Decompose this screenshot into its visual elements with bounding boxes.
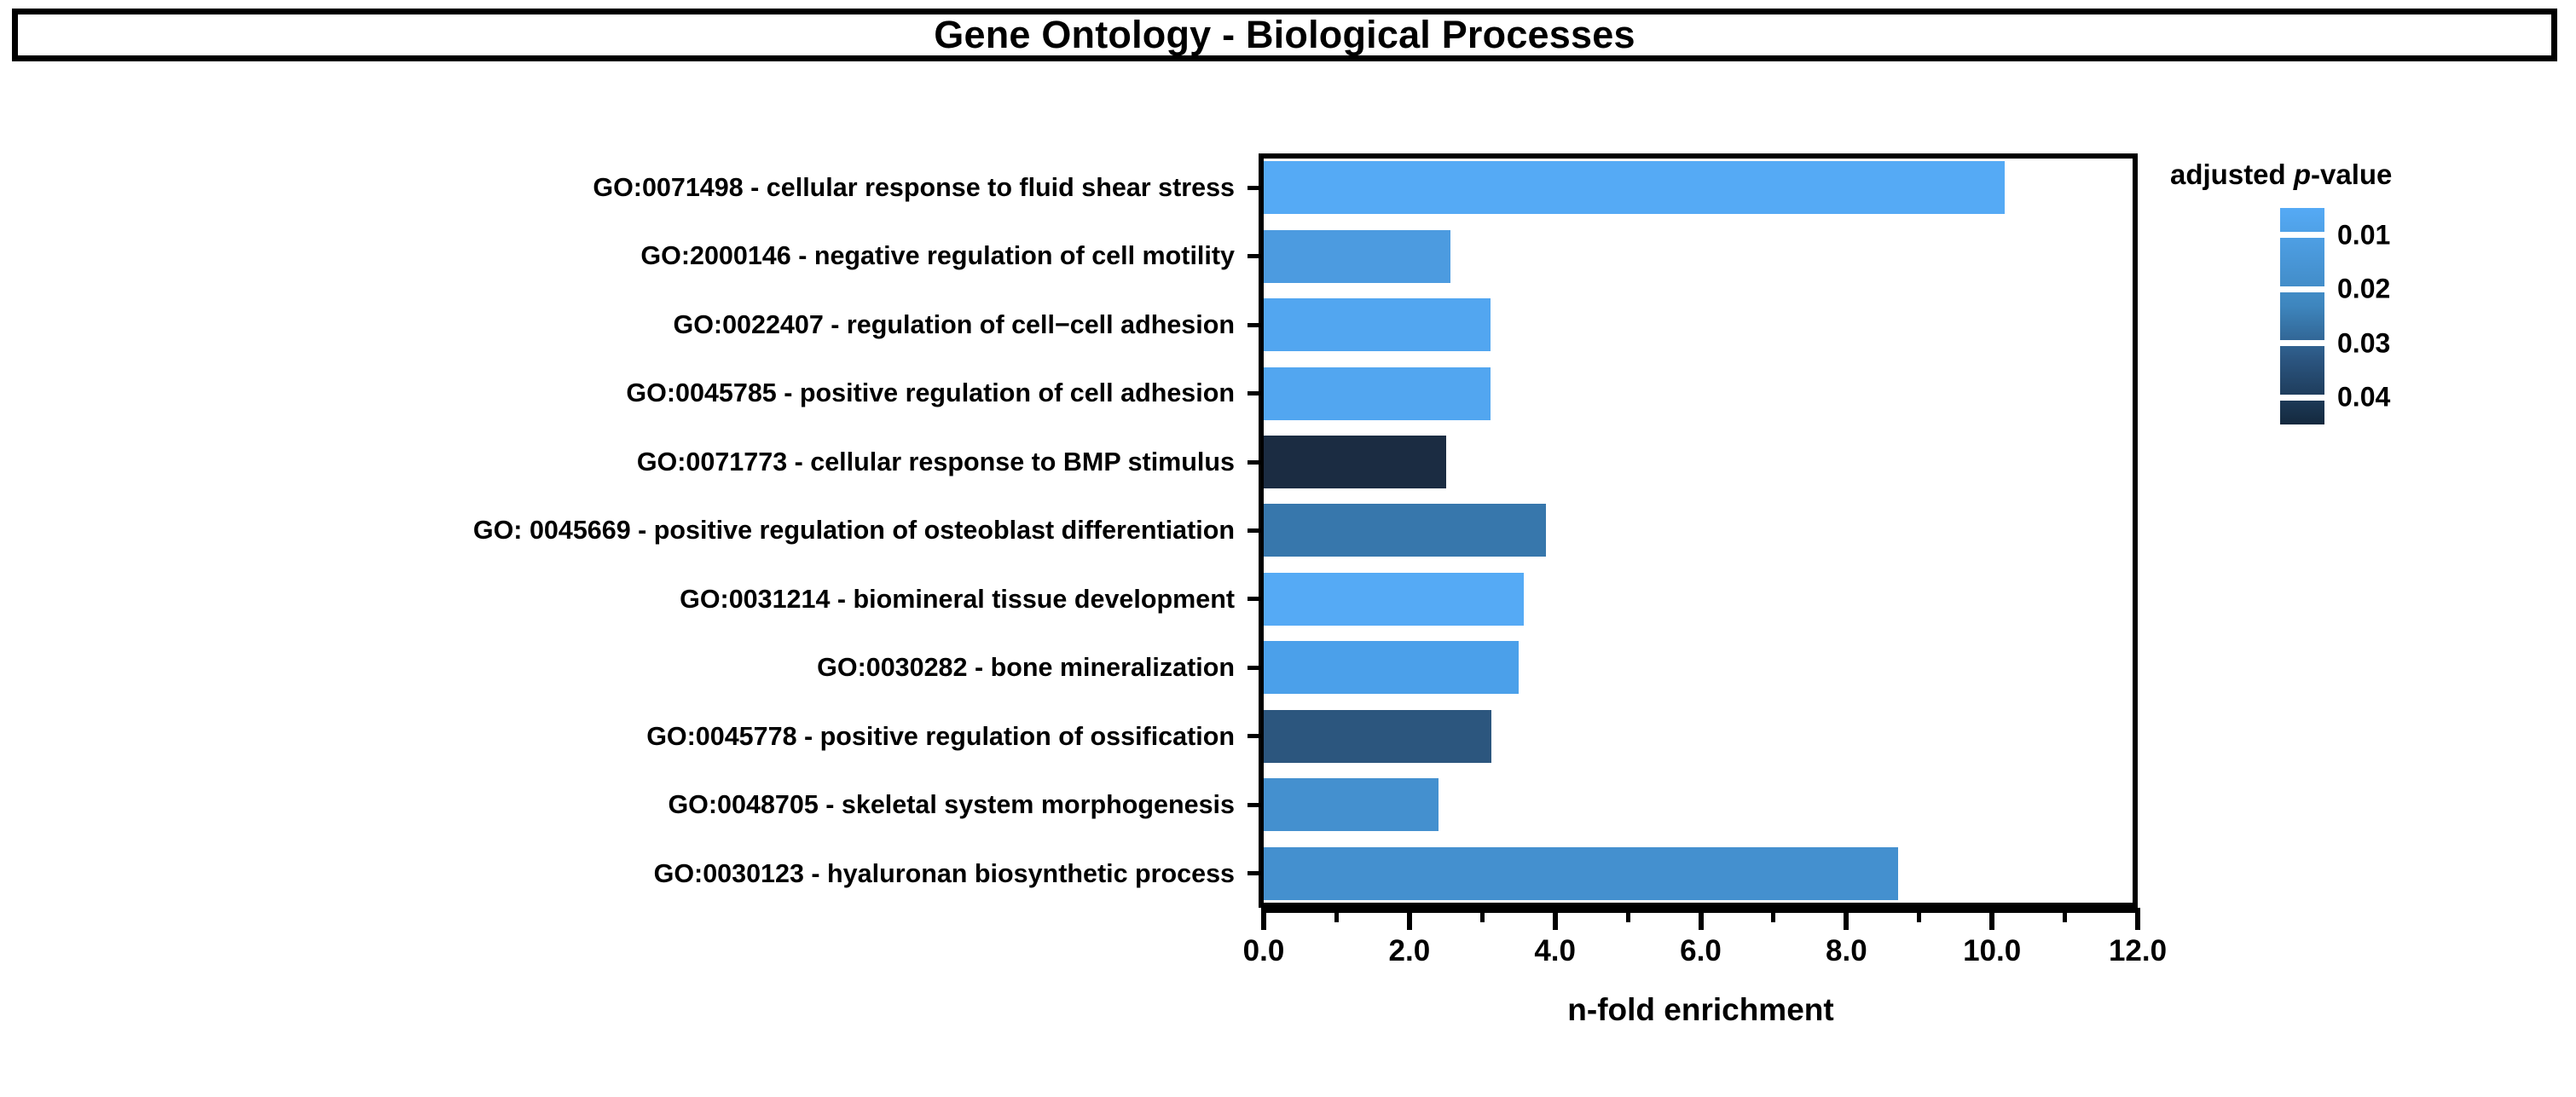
bar[interactable] [1264,229,1450,283]
x-axis-tick-minor [1479,913,1485,922]
y-axis-labels: GO:0071498 - cellular response to fluid … [0,153,1247,908]
bar-row [1264,840,2138,908]
y-axis-label: GO: 0045669 - positive regulation of ost… [0,496,1247,564]
y-axis-tick [1247,802,1259,807]
bar[interactable] [1264,298,1491,352]
x-axis-tick-label: 10.0 [1963,934,2022,967]
y-axis-label: GO:0048705 - skeletal system morphogenes… [0,771,1247,839]
page-title: Gene Ontology - Biological Processes [934,13,1635,56]
x-axis-tick-major [2135,913,2140,930]
bar[interactable] [1264,161,2005,215]
y-axis-tick [1247,871,1259,876]
x-axis-tick-label: 0.0 [1242,934,1285,967]
bar[interactable] [1264,641,1519,695]
y-axis-label-text: GO:0045785 - positive regulation of cell… [626,378,1235,408]
y-axis-label-text: GO:2000146 - negative regulation of cell… [640,241,1235,271]
y-axis-tick [1247,254,1259,259]
bar-row [1264,633,2138,702]
y-axis-label-text: GO:0030123 - hyaluronan biosynthetic pro… [653,858,1235,888]
x-axis-tick-label: 6.0 [1680,934,1722,967]
colorbar-tick-label: 0.01 [2337,219,2391,251]
bar[interactable] [1264,436,1446,489]
bar[interactable] [1264,572,1524,626]
x-axis-tick-label: 8.0 [1826,934,1867,967]
y-axis-label: GO:0071498 - cellular response to fluid … [0,153,1247,222]
colorbar-tick [2280,394,2324,401]
x-axis-tick-label: 12.0 [2108,934,2168,967]
y-axis-tick [1247,665,1259,670]
chart-canvas: GO:0071498 - cellular response to fluid … [0,82,2576,1097]
y-axis-tick [1247,459,1259,465]
x-axis-tick-major [1698,913,1704,930]
colorbar-tick [2280,286,2324,292]
colorbar-fill [2280,208,2324,424]
bar-row [1264,291,2138,359]
y-axis-label: GO:0022407 - regulation of cell−cell adh… [0,291,1247,359]
y-axis-label: GO:2000146 - negative regulation of cell… [0,222,1247,290]
y-axis-tick [1247,322,1259,327]
y-axis-label-text: GO:0048705 - skeletal system morphogenes… [668,790,1235,820]
y-axis-label-text: GO:0045778 - positive regulation of ossi… [646,721,1235,751]
x-axis-tick-major [1261,913,1266,930]
bar[interactable] [1264,367,1491,420]
x-axis-tick-label: 4.0 [1534,934,1576,967]
legend-title-prefix: adjusted [2170,159,2294,190]
bar-row [1264,771,2138,839]
bar-row [1264,359,2138,427]
y-axis-tick [1247,528,1259,533]
x-axis-tick-label: 2.0 [1388,934,1431,967]
x-axis-tick-minor [1334,913,1339,922]
y-axis-label: GO:0071773 - cellular response to BMP st… [0,428,1247,496]
bar-row [1264,428,2138,496]
bar[interactable] [1264,504,1547,557]
y-axis-tick [1247,185,1259,190]
x-axis-tick-minor [1917,913,1922,922]
x-axis-tick-major [1406,913,1412,930]
bar-row [1264,222,2138,290]
x-axis-tick-minor [2063,913,2068,922]
y-axis-label: GO:0030282 - bone mineralization [0,633,1247,702]
colorbar-tick-label: 0.04 [2337,381,2391,413]
y-axis-label-text: GO:0030282 - bone mineralization [817,653,1235,683]
y-axis-label: GO:0045785 - positive regulation of cell… [0,359,1247,427]
legend-title-suffix: -value [2311,159,2393,190]
y-axis-tick [1247,597,1259,602]
y-axis-label: GO:0030123 - hyaluronan biosynthetic pro… [0,840,1247,908]
x-axis-line [1261,908,2140,913]
colorbar-gradient [2280,208,2324,424]
y-axis-tick [1247,391,1259,396]
legend-title-italic: p [2293,159,2312,190]
x-axis-tick-minor [1771,913,1776,922]
bar[interactable] [1264,846,1898,900]
y-axis-label: GO:0045778 - positive regulation of ossi… [0,702,1247,771]
x-axis-tick-minor [1625,913,1630,922]
chart-title-box: Gene Ontology - Biological Processes [12,9,2557,61]
y-axis-tick [1247,734,1259,739]
bar-row [1264,702,2138,771]
x-axis-tick-major [1989,913,1995,930]
y-axis-label-text: GO:0071498 - cellular response to fluid … [593,172,1235,202]
y-axis-label-text: GO:0031214 - biomineral tissue developme… [680,584,1235,614]
x-axis-tick-major [1552,913,1558,930]
x-axis-title: n-fold enrichment [1567,992,1834,1027]
y-axis-label-text: GO:0071773 - cellular response to BMP st… [636,447,1235,476]
x-axis-tick-major [1844,913,1850,930]
colorbar-tick-label: 0.02 [2337,273,2391,304]
y-axis-label: GO:0031214 - biomineral tissue developme… [0,565,1247,633]
colorbar-tick [2280,232,2324,239]
bar-row [1264,153,2138,222]
legend-title: adjusted p-value [2170,159,2392,191]
y-axis-label-text: GO: 0045669 - positive regulation of ost… [472,516,1235,546]
bar-row [1264,565,2138,633]
bars-container [1264,153,2138,908]
y-axis-label-text: GO:0022407 - regulation of cell−cell adh… [673,309,1235,339]
bar-row [1264,496,2138,564]
colorbar-tick-label: 0.03 [2337,327,2391,359]
bar[interactable] [1264,709,1492,763]
colorbar-tick [2280,340,2324,347]
bar[interactable] [1264,778,1439,832]
legend-colorbar: adjusted p-value 0.01 0.02 0.03 0.04 [2170,153,2571,546]
